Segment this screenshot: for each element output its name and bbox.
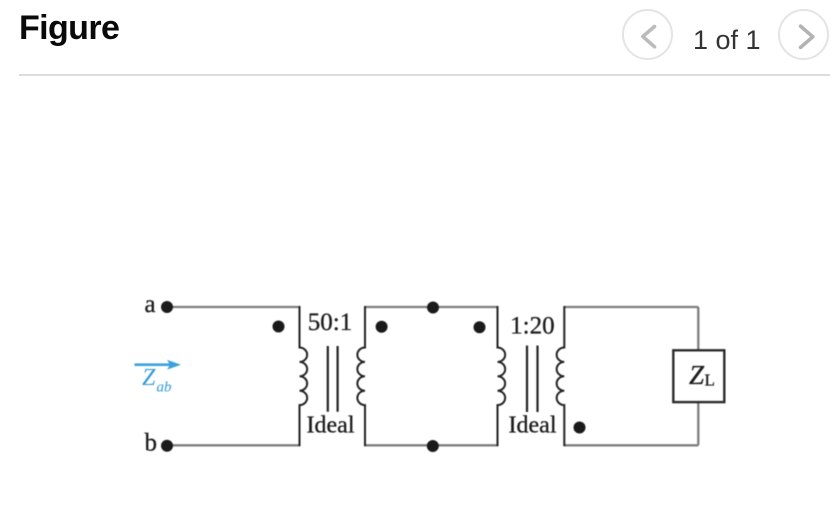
svg-text:50:1: 50:1: [308, 309, 352, 336]
svg-text:Ideal: Ideal: [509, 413, 557, 439]
svg-text:L: L: [705, 371, 715, 390]
svg-text:1:20: 1:20: [510, 313, 554, 340]
svg-text:Z: Z: [689, 360, 705, 390]
svg-text:Ideal: Ideal: [307, 413, 355, 439]
svg-text:b: b: [145, 429, 158, 456]
svg-text:Z: Z: [142, 365, 156, 391]
svg-text:ab: ab: [157, 380, 173, 396]
svg-text:a: a: [145, 291, 156, 318]
